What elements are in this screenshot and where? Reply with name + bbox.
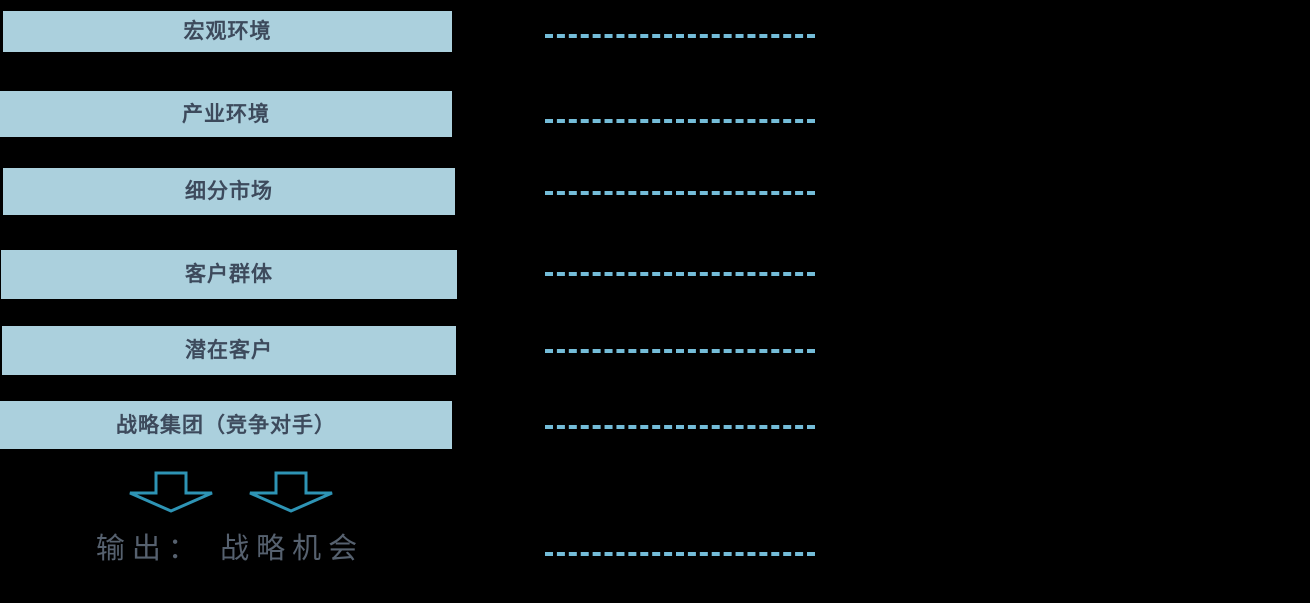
dashed-connector-line [545, 272, 815, 276]
level-box-label: 战略集团（竞争对手） [116, 411, 336, 437]
level-box-macro-environment[interactable]: 宏观环境 [3, 11, 452, 52]
level-box-strategic-group-competitors[interactable]: 战略集团（竞争对手） [0, 401, 452, 449]
down-arrow-left-icon [129, 471, 213, 513]
level-box-industry-environment[interactable]: 产业环境 [0, 91, 452, 137]
level-box-potential-customers[interactable]: 潜在客户 [2, 326, 456, 375]
dashed-connector-line [545, 191, 815, 195]
level-box-market-segment[interactable]: 细分市场 [3, 168, 455, 215]
dashed-connector-line [545, 349, 815, 353]
down-arrow-right-icon [249, 471, 333, 513]
dashed-connector-line [545, 34, 815, 38]
level-box-label: 客户群体 [185, 261, 273, 286]
level-box-label: 细分市场 [185, 178, 273, 203]
level-box-customer-group[interactable]: 客户群体 [1, 250, 457, 299]
dashed-connector-line [545, 119, 815, 123]
level-box-label: 产业环境 [182, 100, 270, 126]
dashed-connector-line [545, 425, 815, 429]
output-label: 输出： 战略机会 [95, 531, 365, 565]
level-box-label: 潜在客户 [185, 337, 273, 362]
level-box-label: 宏观环境 [183, 18, 272, 43]
dashed-connector-line [545, 552, 815, 556]
